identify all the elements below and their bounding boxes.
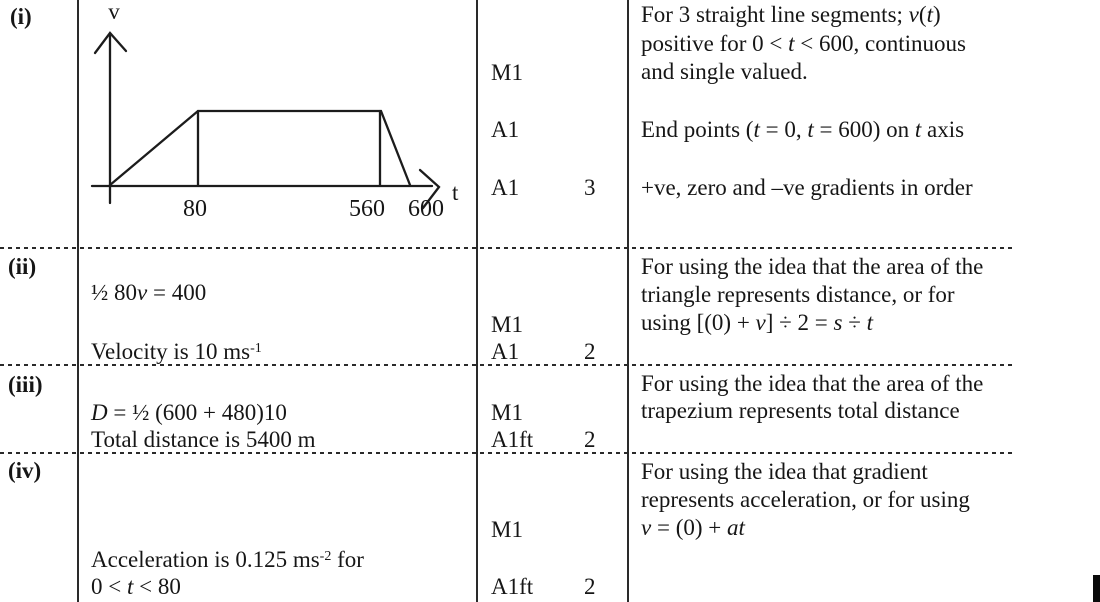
row-divider-dashed (0, 364, 1013, 366)
column-divider-guidance (627, 0, 629, 602)
part-label-ii: (ii) (8, 254, 37, 279)
guidance-line: trapezium represents total distance (641, 398, 960, 423)
row-divider-dashed (0, 247, 1013, 249)
v-axis-arrowhead (93, 31, 128, 55)
guidance-line: represents acceleration, or for using (641, 487, 970, 512)
part-label-iii: (iii) (8, 372, 43, 397)
mark-code: A1 (491, 175, 520, 200)
mark-code: A1ft (491, 574, 534, 599)
graph-canvas (90, 31, 441, 210)
guidance-line: v = (0) + at (641, 515, 745, 540)
t-axis-label: t (452, 180, 459, 205)
mark-code: A1 (491, 117, 520, 142)
mark-code: M1 (491, 312, 523, 337)
total-marks: 2 (584, 427, 596, 452)
guidance-line: and single valued. (641, 59, 808, 84)
guidance-line: triangle represents distance, or for (641, 282, 955, 307)
tick-label-560: 560 (349, 196, 385, 222)
guidance-line: For using the idea that the area of the (641, 371, 984, 396)
guidance-line: For using the idea that gradient (641, 459, 928, 484)
mark-code: A1ft (491, 427, 534, 452)
mark-code: M1 (491, 400, 523, 425)
column-divider-labels (77, 0, 79, 602)
column-divider-marks (476, 0, 478, 602)
guidance-line: positive for 0 < t < 600, continuous (641, 31, 966, 56)
tick-label-80: 80 (183, 196, 207, 222)
scan-artifact-mark (1093, 575, 1100, 602)
working-line: Total distance is 5400 m (91, 427, 316, 452)
guidance-line: using [(0) + v] ÷ 2 = s ÷ t (641, 310, 873, 335)
tick-label-600: 600 (408, 196, 444, 222)
total-marks: 3 (584, 175, 596, 200)
row-divider-dashed (0, 452, 1013, 454)
graph-velocity-curve (108, 109, 412, 187)
working-line: 0 < t < 80 (91, 574, 181, 599)
working-line: D = ½ (600 + 480)10 (91, 400, 287, 425)
v-axis-label: v (108, 0, 120, 24)
total-marks: 2 (584, 339, 596, 364)
mark-code: A1 (491, 339, 520, 364)
mark-code: M1 (491, 60, 523, 85)
working-line: Acceleration is 0.125 ms-2 for (91, 547, 364, 572)
guidance-line: +ve, zero and –ve gradients in order (641, 175, 973, 200)
velocity-time-graph: v t 80 560 600 (80, 0, 475, 232)
working-line: Velocity is 10 ms-1 (91, 339, 262, 364)
guidance-line: For using the idea that the area of the (641, 254, 984, 279)
total-marks: 2 (584, 574, 596, 599)
part-label-i: (i) (10, 4, 32, 29)
part-label-iv: (iv) (8, 458, 42, 483)
working-line: ½ 80v = 400 (91, 280, 207, 305)
t-axis-arrowhead (418, 168, 441, 210)
guidance-line: For 3 straight line segments; v(t) (641, 2, 941, 27)
mark-code: M1 (491, 517, 523, 542)
guidance-line: End points (t = 0, t = 600) on t axis (641, 117, 965, 142)
